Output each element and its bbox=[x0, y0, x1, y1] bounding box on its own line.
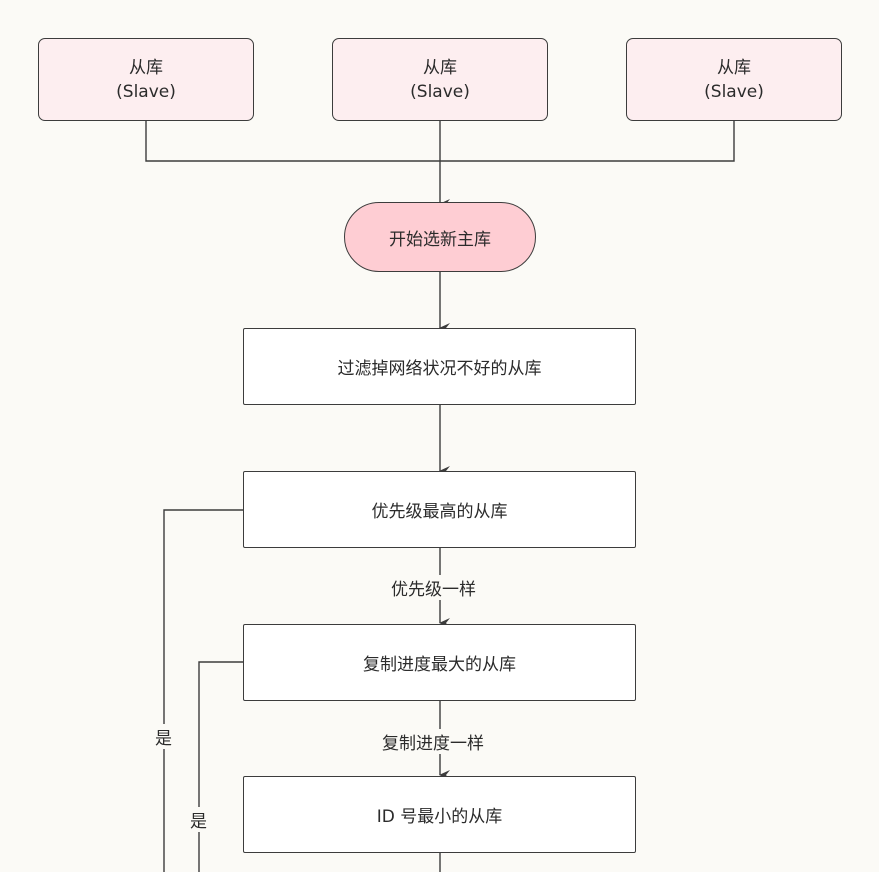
slave-node-1-subtitle: (Slave) bbox=[116, 81, 176, 102]
step-min-id-label: ID 号最小的从库 bbox=[376, 807, 503, 827]
step-highest-priority: 优先级最高的从库 bbox=[243, 471, 636, 548]
edge-label-yes-progress: 是 bbox=[188, 807, 209, 832]
start-node: 开始选新主库 bbox=[344, 202, 536, 272]
slave-node-2: 从库 (Slave) bbox=[332, 38, 548, 121]
edge-label-same-priority: 优先级一样 bbox=[389, 575, 478, 600]
edge-label-yes-priority: 是 bbox=[153, 724, 174, 749]
connector-slave-right bbox=[440, 121, 735, 162]
slave-node-2-title: 从库 bbox=[423, 57, 457, 78]
start-node-label: 开始选新主库 bbox=[389, 229, 491, 250]
slave-node-3-title: 从库 bbox=[717, 57, 751, 78]
step-max-replication-progress: 复制进度最大的从库 bbox=[243, 624, 636, 701]
connector-slave-left bbox=[145, 121, 440, 162]
step-min-id: ID 号最小的从库 bbox=[243, 776, 636, 853]
connector-priority-yes bbox=[163, 509, 243, 872]
slave-node-3: 从库 (Slave) bbox=[626, 38, 842, 121]
step-filter-network-label: 过滤掉网络状况不好的从库 bbox=[337, 359, 542, 379]
step-max-replication-progress-label: 复制进度最大的从库 bbox=[363, 655, 516, 675]
slave-node-1: 从库 (Slave) bbox=[38, 38, 254, 121]
slave-node-3-subtitle: (Slave) bbox=[704, 81, 764, 102]
step-highest-priority-label: 优先级最高的从库 bbox=[371, 502, 508, 522]
edge-label-same-progress: 复制进度一样 bbox=[380, 729, 486, 754]
slave-node-2-subtitle: (Slave) bbox=[410, 81, 470, 102]
slave-node-1-title: 从库 bbox=[129, 57, 163, 78]
connector-progress-yes bbox=[198, 661, 243, 872]
step-filter-network: 过滤掉网络状况不好的从库 bbox=[243, 328, 636, 405]
